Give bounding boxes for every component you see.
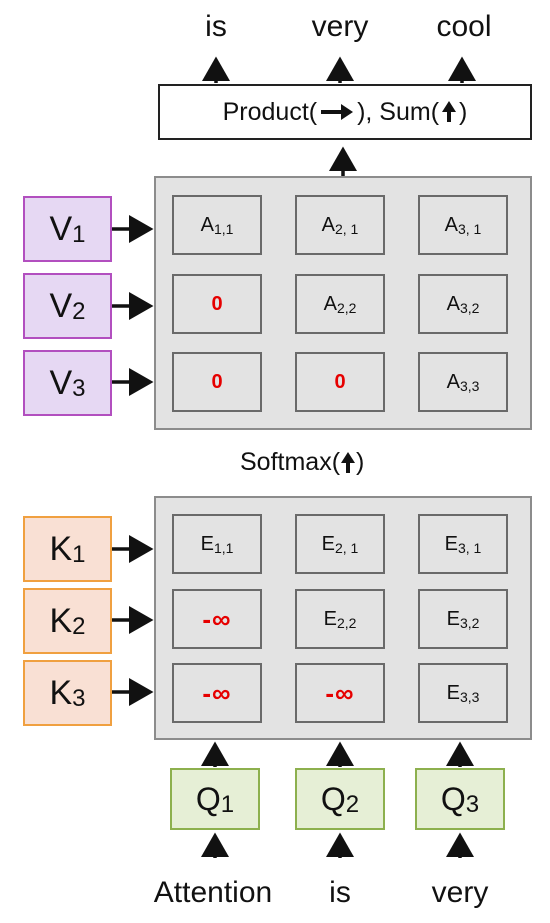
- arrow-up-icon: [341, 451, 356, 473]
- masked-neg-infinity: -∞: [325, 677, 355, 708]
- input-word-2: is: [329, 876, 351, 909]
- arrow-up-icon: [442, 101, 457, 122]
- energy-cell-3-2: -∞: [295, 663, 385, 723]
- arrow-right-icon: [321, 104, 354, 120]
- output-word-2: very: [311, 10, 369, 43]
- masked-zero: 0: [211, 292, 223, 315]
- output-word-1: is: [205, 10, 227, 43]
- energy-cell-2-1: -∞: [172, 589, 262, 649]
- masked-neg-infinity: -∞: [202, 677, 232, 708]
- softmax-label: Softmax( ): [240, 448, 365, 476]
- product-sum-box: Product( ), Sum( ): [158, 84, 532, 140]
- attention-cell-3-2: 0: [295, 352, 385, 412]
- energy-cell-3-1: -∞: [172, 663, 262, 723]
- input-word-1: Attention: [153, 876, 273, 909]
- input-word-3: very: [431, 876, 489, 909]
- product-label: Product(: [222, 97, 318, 126]
- sum-close-label: ): [459, 97, 468, 126]
- output-word-3: cool: [436, 10, 492, 43]
- attention-cell-3-1: 0: [172, 352, 262, 412]
- masked-zero: 0: [211, 370, 223, 393]
- masked-neg-infinity: -∞: [202, 603, 232, 634]
- attention-cell-2-1: 0: [172, 274, 262, 334]
- sum-label: ), Sum(: [357, 97, 440, 126]
- masked-zero: 0: [334, 370, 346, 393]
